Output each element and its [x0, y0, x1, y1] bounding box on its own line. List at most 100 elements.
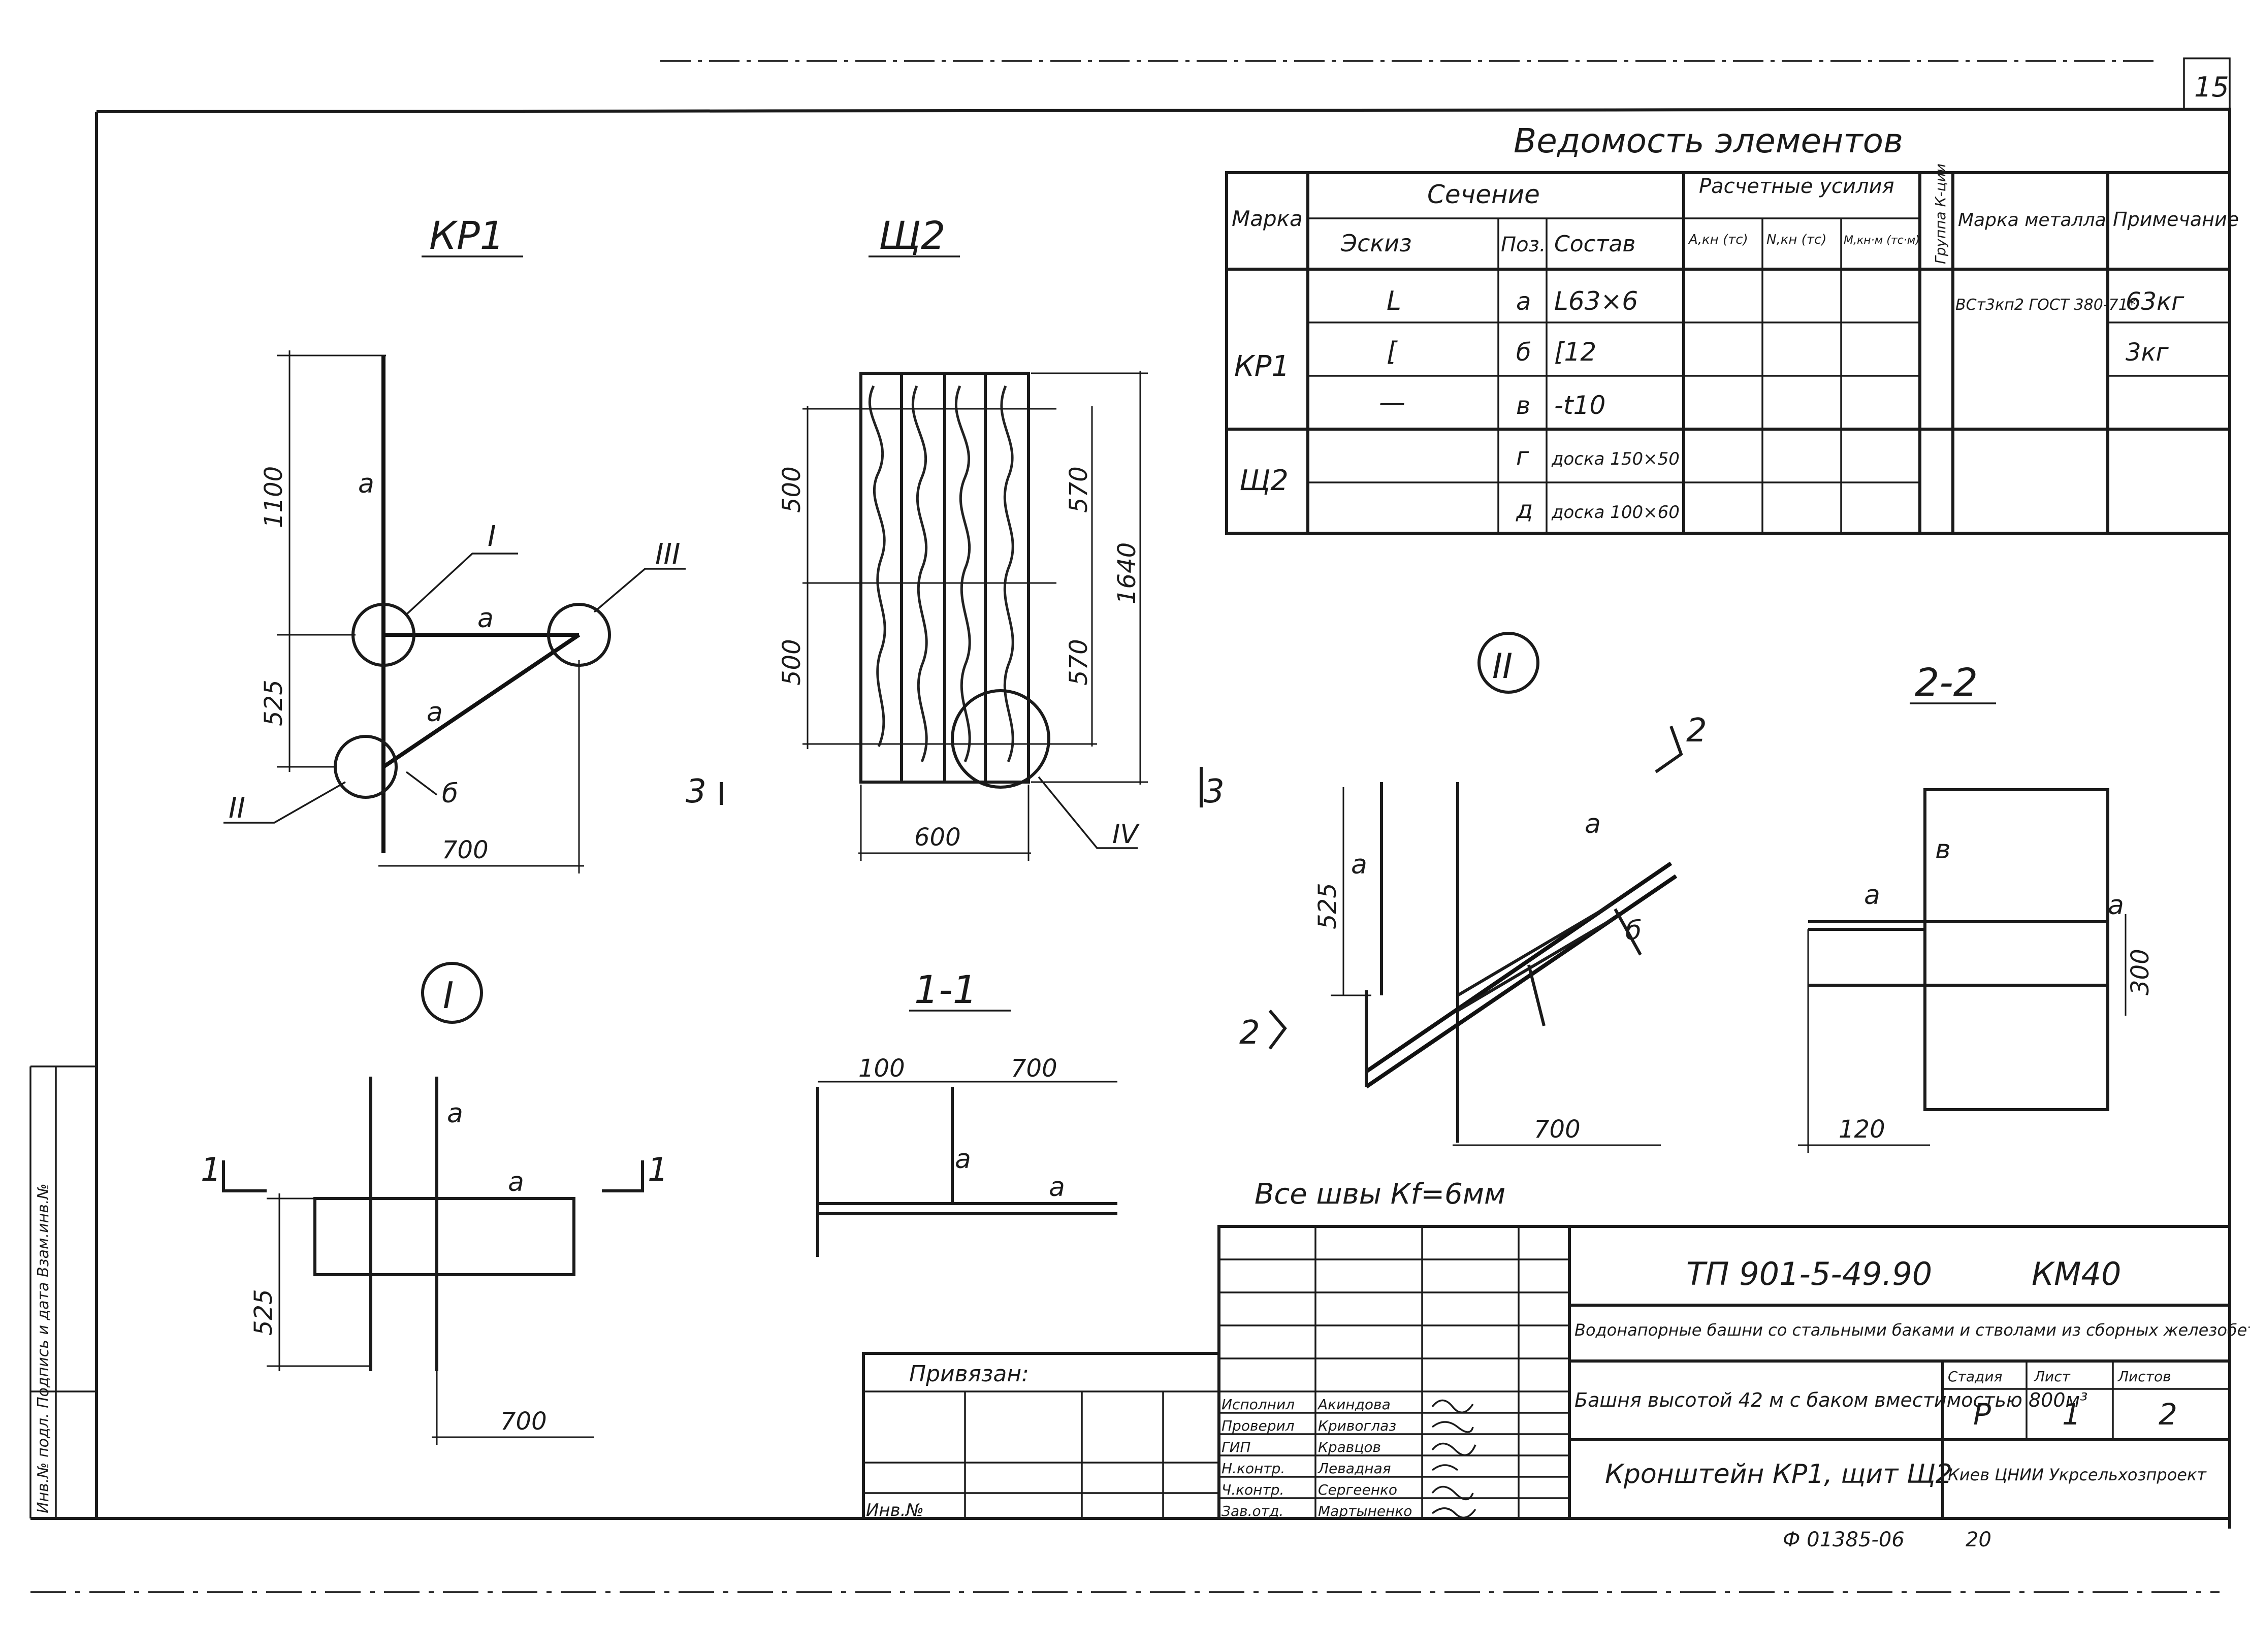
hdr-composition: Состав [1554, 231, 1635, 257]
label-v: в [1935, 834, 1951, 865]
kp1-title: КР1 [429, 213, 504, 258]
section-22-view: 2-2 в а а 300 120 [1798, 660, 2155, 1153]
doc-code: ТП 901-5-49.90 [1686, 1255, 1932, 1292]
weld-note: Все швы Кf=6мм [1255, 1178, 1505, 1211]
side-strip: Инв.№ подл. Подпись и дата Взам.инв.№ [29, 1065, 98, 1518]
binding-label: Привязан: [909, 1361, 1029, 1387]
hdr-sketch: Эскиз [1340, 230, 1412, 257]
node-II-label: II [229, 792, 245, 825]
role-4: Н.контр. [1222, 1460, 1285, 1477]
hdr-note: Примечание [2113, 208, 2239, 231]
name-5: Сергеенко [1318, 1481, 1397, 1498]
node-III-label: III [655, 538, 681, 571]
dim-100: 100 [858, 1054, 905, 1083]
dim-525c: 525 [1313, 883, 1342, 929]
dim-500a: 500 [778, 466, 806, 513]
role-1: Исполнил [1222, 1396, 1295, 1413]
stage-label: Стадия [1948, 1368, 2002, 1385]
hdr-n: N,кн (тс) [1766, 232, 1826, 247]
binding-block: Привязан: Инв.№ [862, 1352, 1220, 1520]
note-3kg: 3кг [2126, 338, 2169, 367]
dim-500b: 500 [778, 639, 806, 686]
spec-table: Ведомость элементов Марка Сечение Эскиз … [1225, 121, 2239, 535]
row5-pos: д [1516, 496, 1533, 524]
node-II-view: II а а б 2 2 525 700 [1239, 632, 1707, 1146]
section-22-title: 2-2 [1915, 660, 1978, 705]
name-3: Кравцов [1318, 1439, 1381, 1455]
note-63kg: 63кг [2126, 287, 2184, 316]
shch2-title: Щ2 [879, 213, 945, 258]
node-I-view: I а а 1 1 525 700 [201, 962, 668, 1445]
row2-sketch: [ [1387, 337, 1398, 367]
label-a7: а [1049, 1172, 1065, 1203]
row2-comp: [12 [1554, 337, 1596, 367]
name-2: Кривоглаз [1318, 1417, 1396, 1434]
row1-sketch: L [1387, 286, 1401, 316]
role-2: Проверил [1222, 1417, 1295, 1434]
name-1: Акиндова [1317, 1396, 1391, 1413]
row3-pos: в [1516, 392, 1530, 420]
row4-pos: г [1516, 442, 1529, 471]
row3-sketch: — [1379, 387, 1405, 418]
mark-shch2: Щ2 [1239, 464, 1289, 497]
label-b1: б [442, 779, 458, 809]
node-I-title: I [443, 974, 454, 1017]
spec-title: Ведомость элементов [1514, 121, 1903, 160]
sect3-left: 3 [686, 773, 706, 811]
sect1-right: 1 [648, 1151, 668, 1189]
mark-kp1: КР1 [1234, 350, 1290, 383]
node-IV-label: IV [1112, 819, 1140, 850]
sheets-label: Листов [2117, 1368, 2171, 1385]
dim-700b: 700 [500, 1407, 547, 1436]
dim-570a: 570 [1065, 466, 1093, 513]
object-name: Башня высотой 42 м с баком вместимостью … [1574, 1389, 2087, 1411]
name-4: Левадная [1317, 1460, 1391, 1477]
label-a5: а [508, 1167, 524, 1197]
sheet-frame: 15 [30, 57, 2231, 1529]
stage-value: Р [1973, 1397, 1991, 1432]
node-I-label: I [488, 520, 496, 553]
label-a10: а [1864, 880, 1880, 911]
row3-comp: -t10 [1554, 391, 1605, 420]
hdr-pos: Поз. [1501, 233, 1546, 256]
dim-525b: 525 [249, 1289, 278, 1336]
inv-label: Инв.№ [866, 1500, 924, 1520]
label-a6: а [955, 1144, 971, 1175]
kp1-view: КР1 а а а б I III II 1100 525 700 [223, 213, 686, 873]
hdr-steel: Марка металла [1958, 210, 2106, 231]
hdr-group: Группа К-ции [1932, 164, 1949, 264]
sect3-right: 3 [1204, 773, 1225, 811]
label-a11: а [2108, 890, 2124, 921]
sheet-name: Кронштейн КР1, щит Щ2 [1605, 1459, 1952, 1489]
row1-comp: L63×6 [1554, 286, 1638, 316]
dim-120: 120 [1839, 1115, 1885, 1144]
format-number: 20 [1966, 1528, 1991, 1551]
row1-pos: а [1516, 287, 1531, 316]
role-3: ГИП [1222, 1439, 1251, 1455]
dim-700a: 700 [442, 836, 489, 864]
row4-comp: доска 150×50 [1551, 449, 1680, 469]
scan-edges [30, 60, 2220, 1593]
label-a3: а [427, 697, 443, 728]
sect1-left: 1 [201, 1151, 221, 1189]
dim-600: 600 [914, 823, 961, 852]
row5-comp: доска 100×60 [1551, 502, 1680, 523]
dim-1100: 1100 [260, 466, 288, 528]
label-a4: а [447, 1098, 463, 1129]
title-block: ТП 901-5-49.90 КМ40 Водонапорные башни с… [862, 1225, 2250, 1520]
sect2-bottom: 2 [1239, 1014, 1260, 1052]
hdr-m: М,кн·м (тс·м) [1844, 234, 1920, 247]
signatures [1431, 1399, 1476, 1518]
dim-525a: 525 [260, 679, 288, 726]
node-II-title: II [1492, 646, 1513, 687]
hdr-mark: Марка [1232, 206, 1303, 231]
name-6: Мартыненко [1318, 1503, 1412, 1519]
label-a1: а [358, 469, 374, 499]
hdr-a: А,кн (тс) [1688, 232, 1748, 247]
steel-grade: ВСт3кп2 ГОСТ 380-71* [1955, 296, 2136, 314]
dim-700d: 700 [1534, 1115, 1581, 1144]
sheet-number: 15 [2194, 71, 2229, 103]
section-11-view: 1-1 100 700 а а [816, 967, 1117, 1257]
sheets-value: 2 [2159, 1397, 2177, 1432]
